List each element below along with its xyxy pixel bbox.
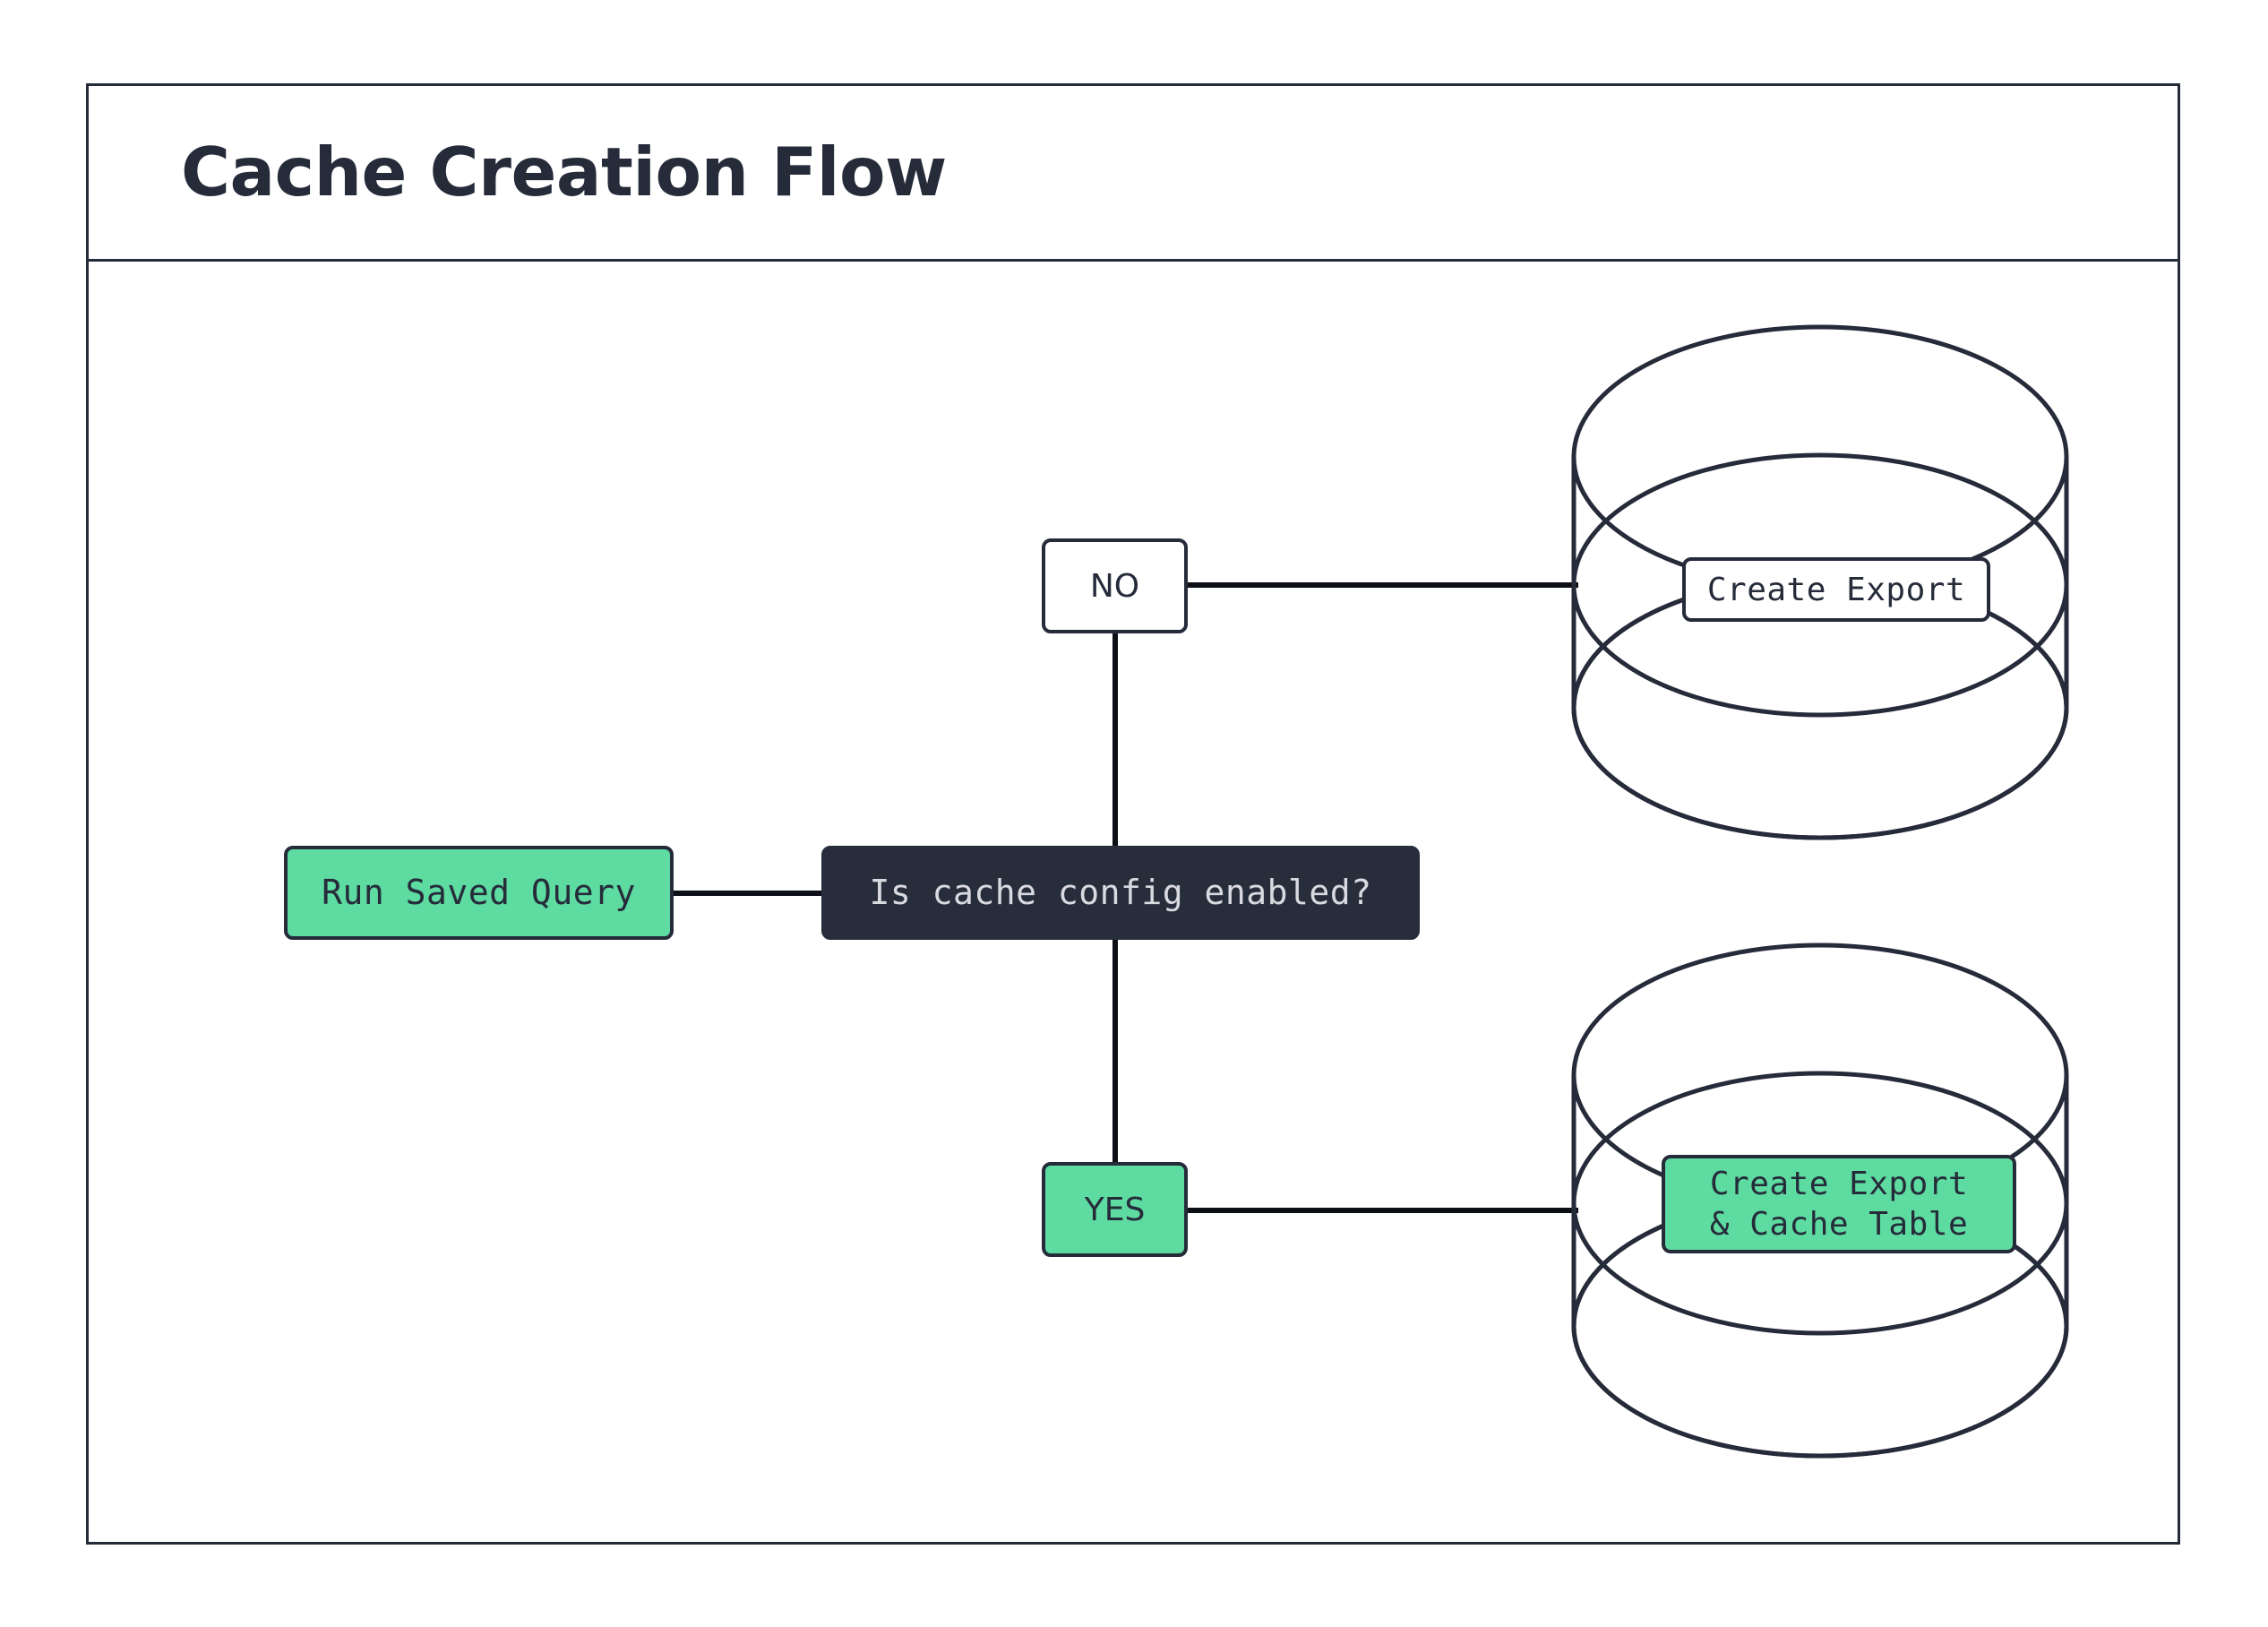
node-create-export[interactable]: Create Export [1682,557,1990,622]
diagram-frame: Cache Creation Flow [86,83,2180,1545]
node-create-export-cache-table-line2: & Cache Table [1709,1206,1969,1243]
node-decision-label: Is cache config enabled? [869,872,1372,912]
node-branch-no[interactable]: NO [1042,538,1188,633]
page-title: Cache Creation Flow [181,133,947,211]
node-create-export-cache-table-line1: Create Export [1709,1166,1969,1202]
node-branch-no-label: NO [1089,567,1140,605]
diagram-header [89,86,2178,262]
node-decision-cache-config[interactable]: Is cache config enabled? [821,846,1420,940]
node-create-export-label: Create Export [1706,571,1966,608]
node-create-export-cache-table[interactable]: Create Export & Cache Table [1662,1155,2016,1253]
node-branch-yes-label: YES [1084,1191,1146,1228]
node-branch-yes[interactable]: YES [1042,1162,1188,1257]
node-run-saved-query-label: Run Saved Query [322,872,636,912]
node-create-export-cache-table-label: Create Export & Cache Table [1710,1164,1968,1244]
node-run-saved-query[interactable]: Run Saved Query [284,846,674,940]
